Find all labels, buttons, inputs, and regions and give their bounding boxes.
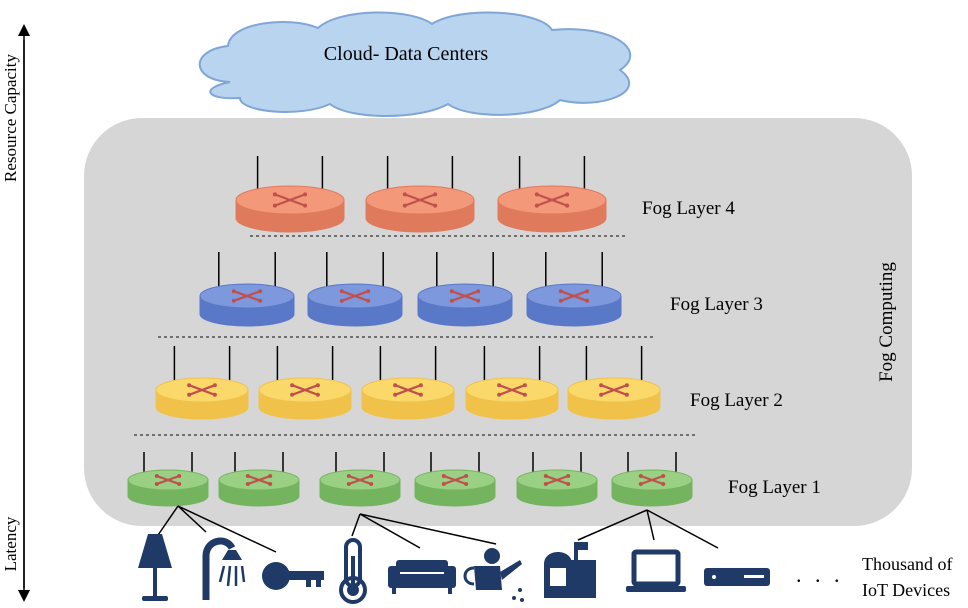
fog-layer-2-label: Fog Layer 2 <box>690 390 783 411</box>
fog-layer-4-routers <box>235 156 607 233</box>
router-icon <box>127 452 209 507</box>
lamp-icon <box>138 534 172 601</box>
router-icon <box>155 346 249 420</box>
cloud-data-centers <box>198 11 632 117</box>
laptop-icon <box>626 549 686 592</box>
thermometer-icon <box>339 538 367 604</box>
fog-layer-3-label: Fog Layer 3 <box>670 294 763 315</box>
latency-label: Latency <box>1 516 20 571</box>
router-icon <box>516 452 598 507</box>
router-icon <box>414 452 496 507</box>
fog-layer-3-routers <box>199 252 622 327</box>
sofa-icon <box>388 560 456 594</box>
fog-layer-4-label: Fog Layer 4 <box>642 198 735 219</box>
router-icon <box>365 156 475 233</box>
router-icon <box>258 346 352 420</box>
key-icon <box>262 562 324 590</box>
router-icon <box>218 452 300 507</box>
router-icon <box>611 452 693 507</box>
iot-devices <box>138 534 770 604</box>
router-icon <box>361 346 455 420</box>
iot-connection-lines <box>155 505 719 553</box>
router-icon <box>199 252 295 327</box>
router-icon <box>319 452 401 507</box>
fog-computing-label: Fog Computing <box>876 262 897 382</box>
iot-label-line2: IoT Devices <box>862 580 950 600</box>
router-box-icon <box>704 568 770 586</box>
fog-layer-1-label: Fog Layer 1 <box>728 477 821 498</box>
router-icon <box>465 346 559 420</box>
iot-ellipsis: . . . <box>796 562 844 587</box>
router-icon <box>497 156 607 233</box>
router-icon <box>567 346 661 420</box>
fog-layer-2-routers <box>155 346 661 420</box>
fog-layers <box>127 156 696 507</box>
watering-can-icon <box>463 548 524 602</box>
router-icon <box>417 252 513 327</box>
mailbox-icon <box>544 542 596 598</box>
router-icon <box>235 156 345 233</box>
iot-label-line1: Thousand of <box>862 554 952 574</box>
router-icon <box>526 252 622 327</box>
fog-layer-1-routers <box>127 452 693 507</box>
cloud-label: Cloud- Data Centers <box>324 43 489 65</box>
resource-capacity-label: Resource Capacity <box>1 54 20 182</box>
router-icon <box>307 252 403 327</box>
shower-icon <box>202 537 246 600</box>
